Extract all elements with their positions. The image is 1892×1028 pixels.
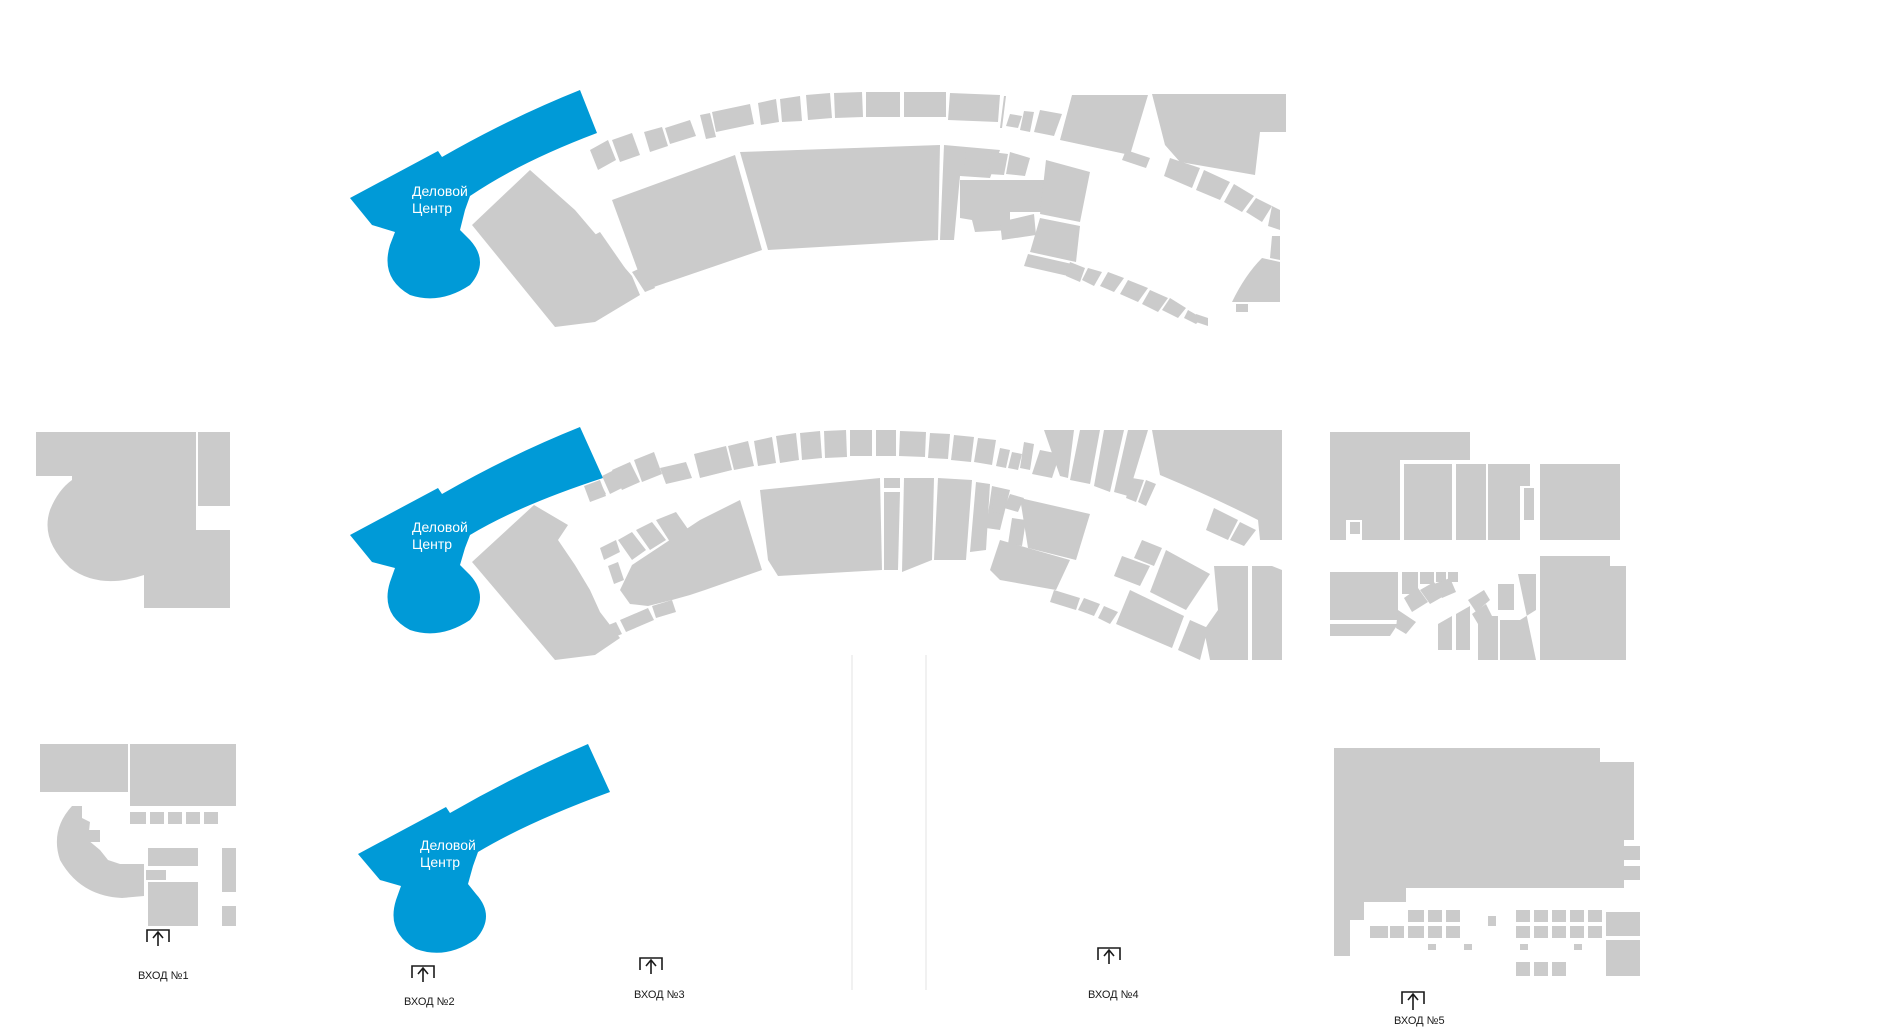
entrance-1-label: ВХОД №1 — [138, 970, 189, 982]
business-center-label-line1: Деловой — [420, 837, 476, 853]
entrance-5[interactable]: ВХОД №5 — [1394, 991, 1445, 1027]
business-center-label-line1: Деловой — [412, 183, 468, 199]
inner-shops-floor-2[interactable] — [472, 478, 1282, 660]
business-center-label-line2: Центр — [412, 536, 452, 552]
floor-1: Деловой Центр — [40, 744, 1640, 1027]
right-building-floor-2[interactable] — [1330, 432, 1626, 660]
business-center-label-line2: Центр — [412, 200, 452, 216]
entrance-1[interactable]: ВХОД №1 — [138, 929, 189, 982]
left-building-floor-1[interactable] — [40, 744, 236, 926]
business-center-floor-1[interactable]: Деловой Центр — [358, 744, 610, 953]
entrance-2-label: ВХОД №2 — [404, 996, 455, 1008]
entrance-4[interactable]: ВХОД №4 — [1088, 947, 1139, 1001]
entrance-2[interactable]: ВХОД №2 — [404, 965, 455, 1008]
entrance-3[interactable]: ВХОД №3 — [634, 957, 685, 1001]
floor-3: Деловой Центр — [350, 90, 1286, 327]
right-building-floor-1[interactable] — [1334, 748, 1640, 976]
entrance-arrow-icon — [1097, 947, 1121, 964]
entrance-arrow-icon — [1401, 991, 1425, 1010]
business-center-floor-2[interactable]: Деловой Центр — [350, 427, 603, 634]
entrance-arrow-icon — [639, 957, 663, 974]
inner-shops-floor-3[interactable] — [472, 145, 1208, 327]
entrance-arrow-icon — [146, 929, 170, 946]
business-center-floor-3[interactable]: Деловой Центр — [350, 90, 597, 299]
business-center-label-line2: Центр — [420, 854, 460, 870]
outer-shops-floor-2[interactable] — [588, 430, 1282, 546]
business-center-label-line1: Деловой — [412, 519, 468, 535]
left-building-floor-2[interactable] — [36, 432, 230, 608]
outer-shops-floor-3[interactable] — [590, 92, 1286, 312]
floor-2: Деловой Центр — [36, 427, 1626, 660]
entrance-5-label: ВХОД №5 — [1394, 1015, 1445, 1027]
entrance-arrow-icon — [411, 965, 435, 982]
entrance-4-label: ВХОД №4 — [1088, 989, 1139, 1001]
entrance-3-label: ВХОД №3 — [634, 989, 685, 1001]
